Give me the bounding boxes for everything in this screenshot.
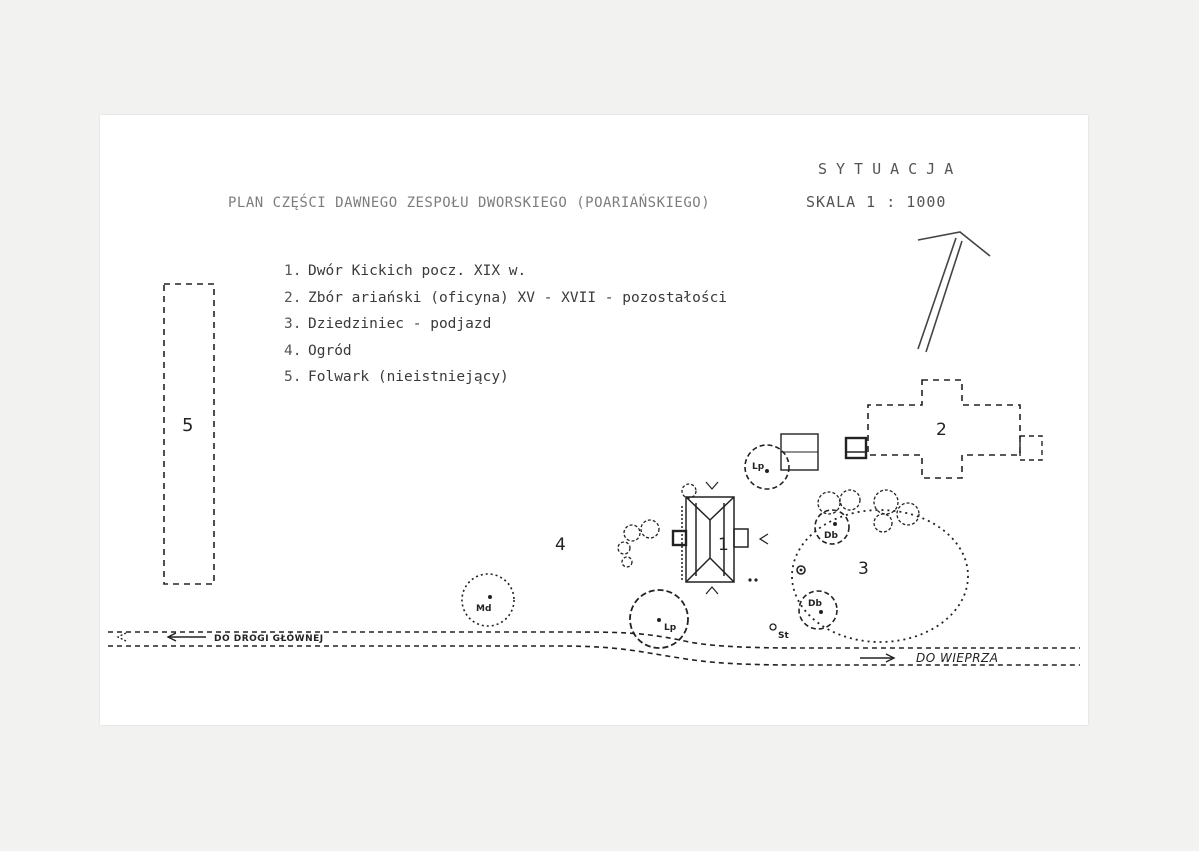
north-arrow-icon xyxy=(917,231,991,353)
well-icon xyxy=(796,565,806,575)
legend-number: 4. xyxy=(284,342,302,359)
legend-number: 3. xyxy=(284,316,302,332)
legend-item: 1. Dwór Kickich pocz. XIX w. xyxy=(284,258,727,285)
legend-label: Zbór ariański (oficyna) XV - XVII - pozo… xyxy=(308,289,728,306)
zone-1-label: 1 xyxy=(718,535,729,555)
legend-label: Dziedziniec - podjazd xyxy=(308,316,492,332)
entrance-arrows-icon xyxy=(705,481,769,595)
road-label-left: DO DROGI GŁÓWNEJ xyxy=(214,632,324,644)
small-building xyxy=(844,436,868,460)
legend-label: Ogród xyxy=(308,342,352,359)
manor-house xyxy=(671,496,749,583)
legend-label: Dwór Kickich pocz. XIX w. xyxy=(308,263,527,279)
scale-label: SKALA 1 : 1000 xyxy=(806,193,947,211)
legend-number: 1. xyxy=(284,263,302,279)
church-ruins-outline xyxy=(867,379,1021,479)
tree-db-bottom-label: Db xyxy=(808,599,822,609)
zone-4-label: 4 xyxy=(555,535,566,555)
road xyxy=(108,631,1080,666)
tree-md-label: Md xyxy=(476,604,491,614)
stone-marker-icon xyxy=(769,623,777,631)
tree-lp-top-icon xyxy=(744,444,790,490)
legend-item: 5. Folwark (nieistniejący) xyxy=(284,364,727,391)
church-annex-outline xyxy=(1019,435,1043,461)
legend-label: Folwark (nieistniejący) xyxy=(308,369,509,385)
tree-db-top-label: Db xyxy=(824,531,838,541)
courtyard-outline xyxy=(791,509,969,643)
legend: 1. Dwór Kickich pocz. XIX w. 2. Zbór ariań… xyxy=(284,258,727,391)
tree-lp-bottom-label: Lp xyxy=(664,623,677,633)
plan-title: PLAN CZĘŚCI DAWNEGO ZESPOŁU DWORSKIEGO (… xyxy=(228,195,711,211)
tree-lp-bottom-icon xyxy=(629,589,689,649)
tree-lp-top-label: Lp xyxy=(752,462,765,472)
legend-item: 2. Zbór ariański (oficyna) XV - XVII - po… xyxy=(284,285,727,312)
zone-3-label: 3 xyxy=(858,559,869,579)
legend-item: 3. Dziedziniec - podjazd xyxy=(284,311,727,338)
legend-number: 5. xyxy=(284,369,302,385)
road-label-right: DO WIEPRZA xyxy=(916,651,999,665)
map-heading: SYTUACJA xyxy=(818,160,963,178)
shrubs-icon xyxy=(617,483,920,568)
road-arrow-right-icon xyxy=(860,653,896,663)
legend-number: 2. xyxy=(284,289,302,306)
map-sheet xyxy=(100,115,1088,725)
tree-md-icon xyxy=(461,573,515,627)
st-label: St xyxy=(778,631,789,641)
legend-item: 4. Ogród xyxy=(284,338,727,365)
tree-db-top-icon xyxy=(814,509,850,545)
tree-db-bottom-icon xyxy=(798,590,838,630)
zone-2-label: 2 xyxy=(936,420,947,440)
farmstead-outline xyxy=(163,283,215,585)
road-arrow-left-icon xyxy=(116,632,206,642)
zone-5-label: 5 xyxy=(182,415,193,436)
